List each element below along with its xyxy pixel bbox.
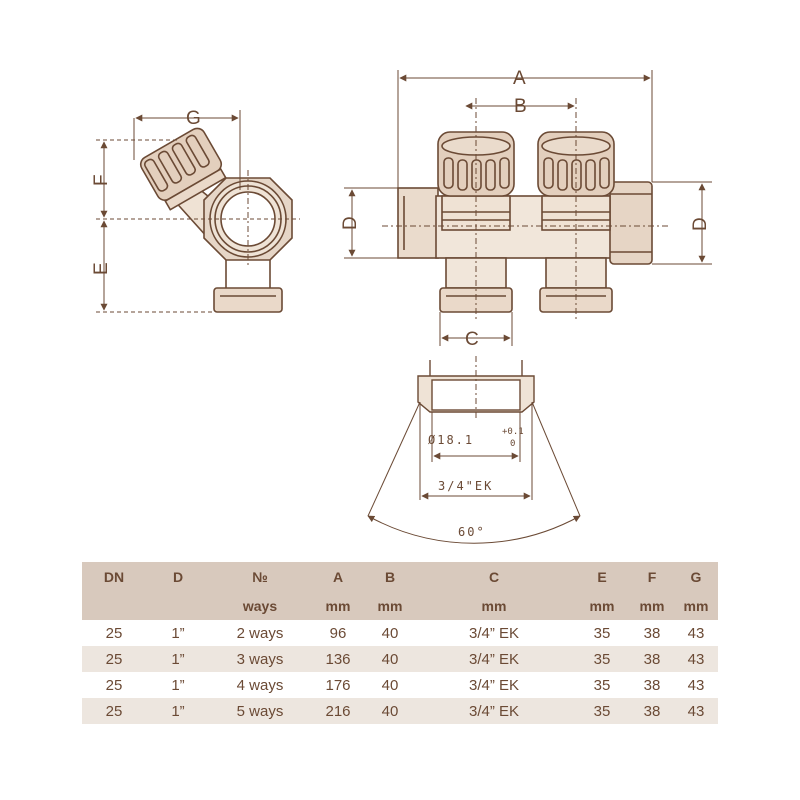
- table-header-row-2: ways mm mm mm mm mm mm: [82, 591, 718, 620]
- table-cell: 35: [574, 698, 630, 724]
- dim-label-f: F: [91, 174, 112, 186]
- table-cell: 3 ways: [210, 646, 310, 672]
- table-cell: 40: [381, 624, 399, 642]
- table-cell: 40: [366, 646, 414, 672]
- detail-thread: 3/4"EK: [438, 479, 493, 493]
- table-cell: 136: [310, 646, 366, 672]
- dim-label-c: C: [465, 329, 479, 350]
- table-cell: 1”: [146, 698, 210, 724]
- header-cell: [82, 591, 146, 620]
- header-cell: [146, 591, 210, 620]
- table-row: 25 1” 3 ways 136 40 3/4” EK 35 38 43: [82, 646, 718, 672]
- front-view: [382, 98, 668, 320]
- side-cap: [139, 127, 227, 211]
- table-cell: 35: [593, 676, 611, 694]
- table-cell: 43: [687, 624, 705, 642]
- table-cell: 1”: [171, 624, 185, 642]
- header-cell: ways: [210, 591, 310, 620]
- dim-label-d-left: D: [340, 216, 361, 230]
- dim-label-b: B: [514, 96, 527, 117]
- header-cell: mm: [630, 591, 674, 620]
- table-cell: 96: [329, 624, 347, 642]
- table-cell: 40: [366, 698, 414, 724]
- dim-label-g: G: [186, 108, 201, 129]
- table-cell: 43: [674, 646, 718, 672]
- header-cell: mm: [414, 591, 574, 620]
- header-cell: mm: [674, 591, 718, 620]
- table-cell: 25: [82, 698, 146, 724]
- table-cell: 1”: [146, 646, 210, 672]
- table-cell: 25: [82, 646, 146, 672]
- header-cell: F: [630, 562, 674, 591]
- table-cell: 25: [105, 676, 123, 694]
- dim-label-a: A: [513, 68, 526, 89]
- table-cell: 3/4” EK: [414, 698, 574, 724]
- header-cell: D: [146, 562, 210, 591]
- dim-label-d-right: D: [690, 217, 711, 231]
- table-cell: 43: [674, 698, 718, 724]
- detail-tol-upper: +0.1: [502, 427, 524, 437]
- thread-detail: [367, 356, 581, 544]
- table-header-row-1: DN D № A B C E F G: [82, 562, 718, 591]
- table-cell: 25: [105, 624, 123, 642]
- table-cell: 43: [687, 676, 705, 694]
- table-cell: 216: [310, 698, 366, 724]
- table-cell: 38: [630, 698, 674, 724]
- table-cell: 38: [630, 646, 674, 672]
- table-cell: 2 ways: [236, 624, 284, 642]
- header-cell: C: [414, 562, 574, 591]
- dim-label-e: E: [91, 262, 112, 275]
- header-cell: E: [574, 562, 630, 591]
- header-cell: mm: [574, 591, 630, 620]
- table-cell: 3/4” EK: [414, 646, 574, 672]
- table-cell: 176: [325, 676, 351, 694]
- header-cell: mm: [366, 591, 414, 620]
- header-cell: A: [310, 562, 366, 591]
- header-cell: DN: [82, 562, 146, 591]
- table-cell: 38: [643, 676, 661, 694]
- detail-angle: 60°: [458, 525, 486, 539]
- table-cell: 40: [381, 676, 399, 694]
- table-cell: 5 ways: [210, 698, 310, 724]
- table-cell: 4 ways: [236, 676, 284, 694]
- table-row: 25 1” 2 ways 96 40 3/4” EK 35 38 43: [82, 620, 718, 646]
- table-row: 25 1” 4 ways 176 40 3/4” EK 35 38 43: [82, 672, 718, 698]
- table-cell: 1”: [171, 676, 185, 694]
- front-dimensions: [344, 70, 712, 346]
- table-cell: 35: [574, 646, 630, 672]
- header-cell: mm: [310, 591, 366, 620]
- side-bottom-outlet: [213, 287, 283, 313]
- table-cell: 3/4” EK: [468, 676, 520, 694]
- table-row: 25 1” 5 ways 216 40 3/4” EK 35 38 43: [82, 698, 718, 724]
- table-cell: 38: [643, 624, 661, 642]
- side-dimensions: [96, 110, 300, 313]
- technical-drawing: G F E: [91, 68, 712, 544]
- header-cell: G: [674, 562, 718, 591]
- detail-tol-lower: 0: [510, 439, 515, 449]
- header-cell: B: [366, 562, 414, 591]
- spec-table: DN D № A B C E F G ways mm mm mm mm mm m…: [82, 562, 718, 724]
- header-cell: №: [210, 562, 310, 591]
- table-cell: 35: [593, 624, 611, 642]
- table-cell: 3/4” EK: [468, 624, 520, 642]
- detail-diameter: Ø18.1: [428, 433, 474, 447]
